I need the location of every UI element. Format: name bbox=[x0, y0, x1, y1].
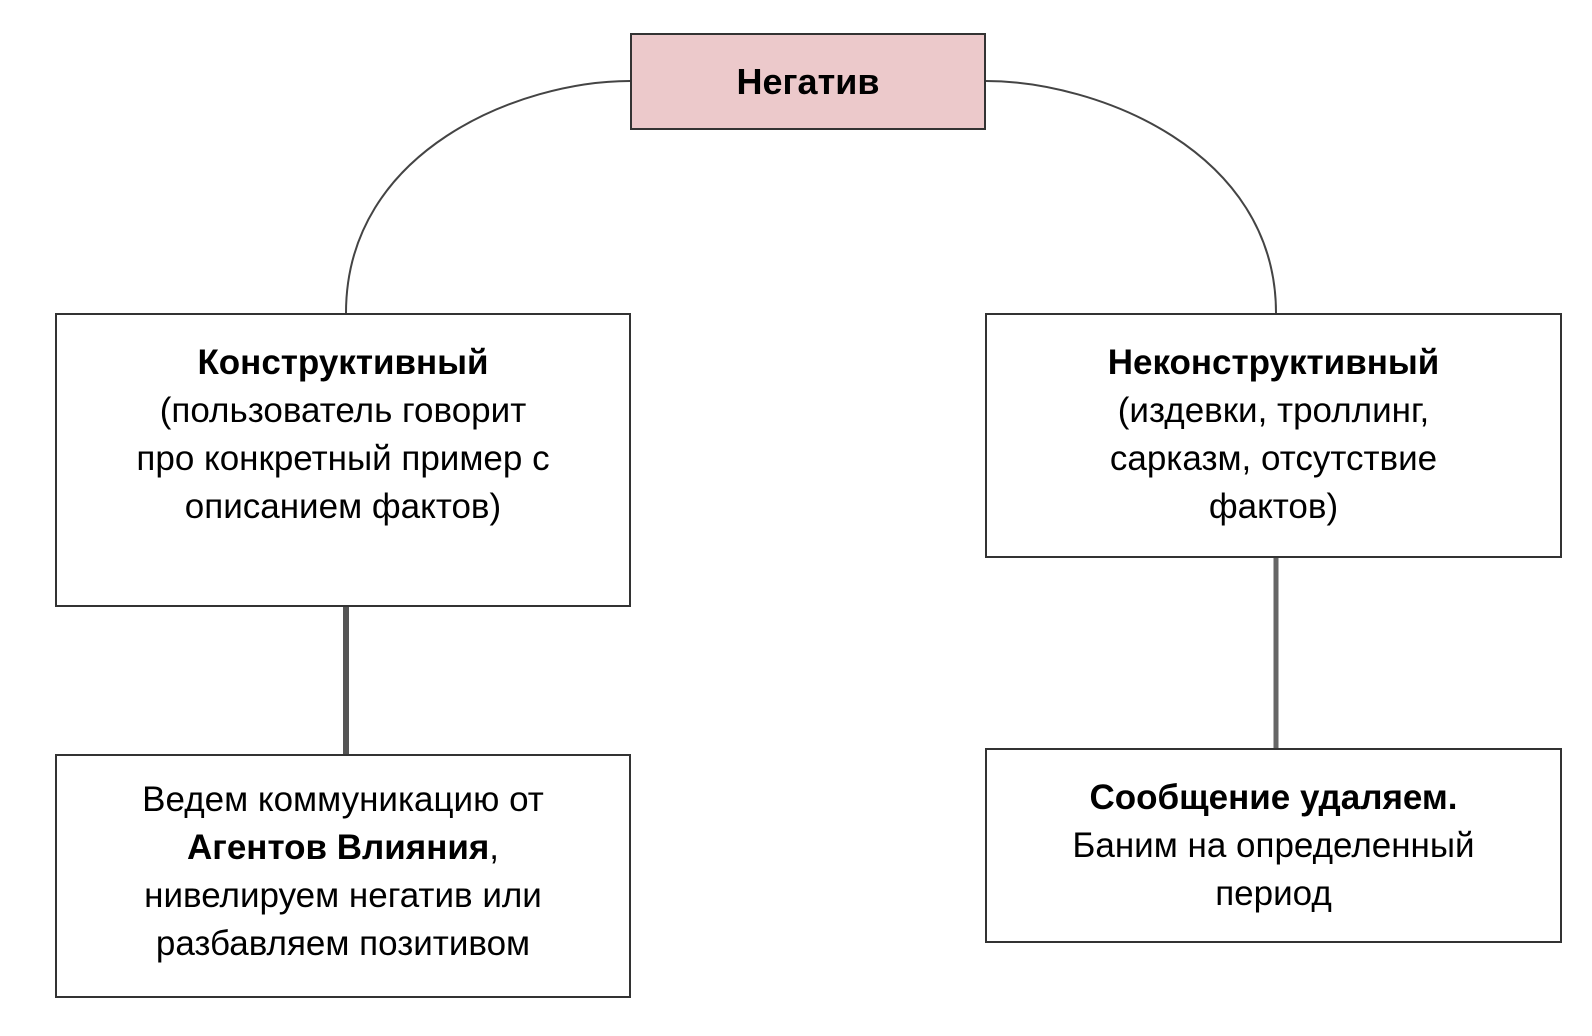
nonconstructive-desc-line-2: сарказм, отсутствие bbox=[1109, 439, 1438, 478]
constructive-title: Конструктивный bbox=[197, 343, 489, 382]
nonconstructive-action-line-2: Баним на определенный bbox=[1072, 826, 1475, 865]
constructive-action-bold-suffix: , bbox=[489, 828, 500, 867]
constructive-action-line-4: разбавляем позитивом bbox=[155, 924, 531, 963]
constructive-action-line-3: нивелируем негатив или bbox=[144, 876, 542, 915]
connector-root-to-nonconstructive bbox=[985, 80, 1277, 314]
nonconstructive-action-node: Сообщение удаляем. Баним на определенный… bbox=[985, 748, 1562, 943]
root-node-negative: Негатив bbox=[630, 33, 986, 130]
root-node-label: Негатив bbox=[736, 60, 880, 102]
constructive-desc-line-3: описанием фактов) bbox=[184, 487, 502, 526]
constructive-desc-line-1: (пользователь говорит bbox=[159, 391, 527, 430]
constructive-action-node: Ведем коммуникацию от Агентов Влияния, н… bbox=[55, 754, 631, 998]
constructive-node: Конструктивный (пользователь говорит про… bbox=[55, 313, 631, 607]
constructive-action-line-2: Агентов Влияния, bbox=[57, 824, 629, 872]
connector-root-to-constructive bbox=[345, 80, 631, 314]
nonconstructive-action-bold: Сообщение удаляем. bbox=[1089, 778, 1458, 817]
nonconstructive-desc-line-3: фактов) bbox=[1208, 487, 1339, 526]
nonconstructive-action-line-3: период bbox=[1215, 874, 1332, 913]
constructive-action-bold: Агентов Влияния bbox=[186, 828, 490, 867]
constructive-desc-line-2: про конкретный пример с bbox=[136, 439, 550, 478]
nonconstructive-node: Неконструктивный (издевки, троллинг, сар… bbox=[985, 313, 1562, 558]
nonconstructive-title: Неконструктивный bbox=[1107, 343, 1440, 382]
constructive-action-line-1: Ведем коммуникацию от bbox=[142, 780, 544, 819]
nonconstructive-desc-line-1: (издевки, троллинг, bbox=[1117, 391, 1430, 430]
